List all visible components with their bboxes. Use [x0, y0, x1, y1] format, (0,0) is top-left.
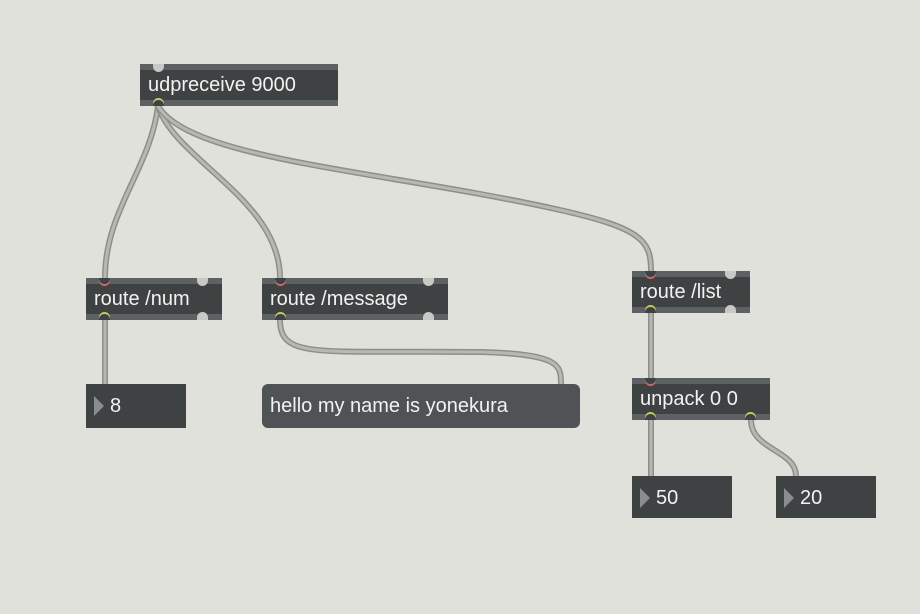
number-triangle-icon — [94, 396, 104, 416]
number-box-unpack-right[interactable]: 20 — [776, 476, 876, 518]
object-udpreceive[interactable]: udpreceive 9000 — [140, 64, 338, 106]
object-label: route /list — [640, 281, 722, 303]
outlet-port[interactable] — [153, 98, 164, 106]
number-box-unpack-left[interactable]: 50 — [632, 476, 732, 518]
outlet-port[interactable] — [725, 305, 736, 313]
object-unpack[interactable]: unpack 0 0 — [632, 378, 770, 420]
number-value: 8 — [110, 395, 122, 417]
number-value: 20 — [800, 487, 823, 509]
object-label: route /num — [94, 288, 190, 310]
object-route-list[interactable]: route /list — [632, 271, 750, 313]
cord-udp-to-route-list — [155, 103, 654, 273]
cord-unpack-right-to-number — [748, 417, 799, 479]
outlet-port[interactable] — [99, 312, 110, 320]
inlet-port[interactable] — [645, 271, 656, 279]
cord-udp-to-route-message — [155, 103, 283, 281]
inlet-port[interactable] — [153, 64, 164, 72]
outlet-port[interactable] — [423, 312, 434, 320]
inlet-port[interactable] — [645, 378, 656, 386]
object-route-message[interactable]: route /message — [262, 278, 448, 320]
object-label: route /message — [270, 288, 408, 310]
inlet-port[interactable] — [423, 278, 434, 286]
outlet-port[interactable] — [645, 412, 656, 420]
message-box[interactable]: hello my name is yonekura — [262, 384, 580, 428]
object-route-num[interactable]: route /num — [86, 278, 222, 320]
object-label: unpack 0 0 — [640, 388, 738, 410]
number-box-num[interactable]: 8 — [86, 384, 186, 428]
outlet-port[interactable] — [197, 312, 208, 320]
number-value: 50 — [656, 487, 679, 509]
outlet-port[interactable] — [745, 412, 756, 420]
cord-route-message-to-message — [277, 317, 564, 387]
cord-udp-to-route-num — [102, 103, 161, 281]
outlet-port[interactable] — [645, 305, 656, 313]
inlet-port[interactable] — [197, 278, 208, 286]
number-triangle-icon — [784, 488, 794, 508]
outlet-port[interactable] — [275, 312, 286, 320]
object-label: udpreceive 9000 — [148, 74, 296, 96]
inlet-port[interactable] — [725, 271, 736, 279]
inlet-port[interactable] — [99, 278, 110, 286]
inlet-port[interactable] — [275, 278, 286, 286]
number-triangle-icon — [640, 488, 650, 508]
message-text: hello my name is yonekura — [270, 395, 508, 417]
